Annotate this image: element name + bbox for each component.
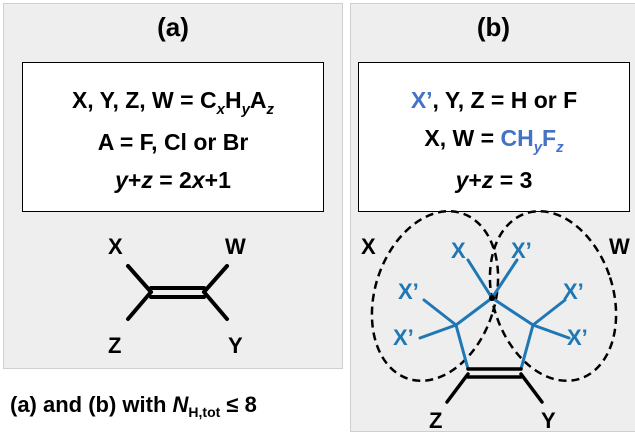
plus: + — [127, 167, 142, 193]
bond-y — [519, 372, 544, 404]
bond-z — [445, 372, 470, 404]
panel-a-line1: X, Y, Z, W = CxHyAz — [23, 81, 323, 123]
var-z: z — [141, 167, 153, 193]
xp-top-label: X’ — [511, 238, 532, 263]
var-x: x — [191, 167, 205, 193]
bond-cleft-xp — [422, 298, 458, 327]
panel-a-line2: A = F, Cl or Br — [97, 129, 249, 155]
panel-a-molecule: X W Z Y — [108, 234, 246, 358]
xp-right-lower-label: X’ — [567, 325, 588, 350]
bond-z — [126, 290, 153, 321]
dashed-group-right — [488, 209, 618, 383]
line2-prefix: X, W = — [424, 125, 501, 151]
panel-a: (a) X, Y, Z, W = CxHyAz A = F, Cl or Br … — [3, 3, 343, 369]
atom-w: W — [225, 234, 246, 259]
ch-symbol: CH — [500, 125, 534, 151]
line1-rest: , Y, Z = H or F — [432, 87, 578, 113]
xp-left-upper-label: X’ — [398, 279, 419, 304]
a-symbol: A — [249, 87, 267, 113]
atom-y: Y — [228, 333, 243, 358]
panel-b-formula-box: X’, Y, Z = H or F X, W = CHyFz y+z = 3 — [358, 62, 630, 212]
panel-b-molecule: X W X X’ X’ X’ X’ X’ Z Y — [361, 209, 630, 431]
atom-z: Z — [429, 408, 442, 431]
footer-n: N — [172, 392, 189, 417]
line1-prefix: X, Y, Z, W = C — [71, 87, 217, 113]
footer-caption: (a) and (b) with NH,tot ≤ 8 — [10, 392, 257, 420]
xp-left-lower-label: X’ — [393, 325, 414, 350]
plus: + — [468, 167, 482, 193]
bond-cleft-cdb — [454, 323, 470, 371]
plus-1: +1 — [204, 167, 231, 193]
bond-cspiro-x — [466, 258, 494, 300]
panel-a-formula-box: X, Y, Z, W = CxHyAz A = F, Cl or Br y+z … — [22, 62, 324, 212]
atom-y: Y — [541, 408, 556, 431]
bond-y — [202, 290, 229, 321]
bond-cright-xp2 — [531, 323, 571, 340]
bond-cspiro-cright — [490, 296, 535, 327]
var-y: y — [455, 167, 469, 193]
panel-b-line3: y+z = 3 — [359, 161, 629, 199]
x-inner-label: X — [451, 238, 466, 263]
dashed-group-left — [370, 209, 500, 383]
x-prime: X’ — [410, 87, 433, 113]
panel-b: (b) X’, Y, Z = H or F X, W = CHyFz y+z =… — [350, 3, 635, 432]
var-z: z — [481, 167, 494, 193]
spiro-center-dot — [489, 295, 495, 301]
f-symbol: F — [542, 125, 557, 151]
outer-x-label: X — [361, 234, 376, 259]
sub-z: z — [266, 101, 275, 118]
bond-cspiro-xp — [490, 258, 519, 300]
var-y: y — [115, 167, 128, 193]
sub-x: x — [216, 101, 225, 118]
equals-2: = 2 — [152, 167, 192, 193]
panel-b-line2: X, W = CHyFz — [359, 119, 629, 161]
equals-3: = 3 — [493, 167, 533, 193]
h-symbol: H — [224, 87, 242, 113]
xp-right-upper-label: X’ — [563, 279, 584, 304]
sub-y: y — [533, 139, 543, 156]
outer-w-label: W — [609, 234, 630, 259]
bond-cright-xp — [531, 298, 567, 327]
panel-b-line1: X’, Y, Z = H or F — [359, 81, 629, 119]
sub-z: z — [556, 139, 564, 156]
footer-suffix: ≤ 8 — [220, 392, 257, 417]
bond-w — [202, 264, 229, 294]
sub-y: y — [241, 101, 250, 118]
bond-x — [126, 264, 153, 294]
panel-a-line3: y+z = 2x+1 — [23, 161, 323, 199]
bond-cleft-xp2 — [418, 323, 458, 340]
panel-a-title: (a) — [157, 12, 189, 42]
bond-cspiro-cleft — [454, 296, 494, 327]
atom-x: X — [108, 234, 123, 259]
atom-z: Z — [108, 333, 121, 358]
panel-b-title: (b) — [476, 12, 511, 42]
footer-prefix: (a) and (b) with — [10, 392, 173, 417]
footer-n-sub: H,tot — [188, 404, 221, 420]
bond-cright-cdb — [519, 323, 535, 371]
